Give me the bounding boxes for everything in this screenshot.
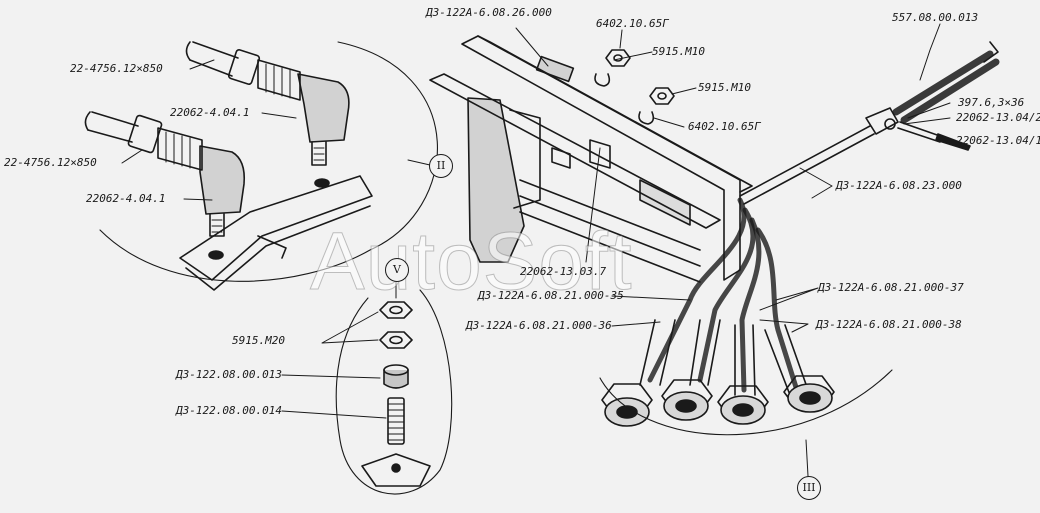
label-nut-top: 5915.М10	[652, 45, 705, 58]
fitting-1	[601, 383, 653, 427]
callout-group-ii: II	[429, 154, 453, 178]
group-ii-leader	[407, 159, 431, 166]
label-lever-1: 22062-13.04/1	[956, 134, 1040, 147]
label-pipe-37: Д3-122А-6.08.21.000-37	[818, 281, 964, 294]
fitting-3	[717, 385, 769, 425]
label-lever-2: 22062-13.04/2	[956, 111, 1040, 124]
fitting-2	[661, 379, 713, 421]
label-pipe-38: Д3-122А-6.08.21.000-38	[816, 318, 962, 331]
label-clip: 22062-13.03.7	[520, 265, 607, 278]
nut-set	[379, 301, 413, 349]
label-pin: 397.6,3×36	[958, 96, 1025, 109]
control-cable	[739, 41, 1000, 205]
label-stud: Д3-122.08.00.014	[176, 404, 282, 417]
label-bracket: Д3-122А-6.08.26.000	[426, 6, 552, 19]
label-pipe-36: Д3-122А-6.08.21.000-36	[466, 319, 612, 332]
group-iii-leader	[805, 439, 809, 477]
label-cable-lower: 22-4756.12×850	[4, 156, 97, 169]
callout-group-v: V	[385, 258, 409, 282]
hardware-nuts-washers	[594, 49, 675, 125]
label-bushing: Д3-122.08.00.013	[176, 368, 282, 381]
lower-cable-assembly	[84, 111, 246, 237]
label-washer-mid: 6402.10.65Г	[688, 120, 761, 133]
group-iii-boundary	[599, 369, 893, 436]
label-control-cable: Д3-122А-6.08.23.000	[836, 179, 962, 192]
right-group-leaders	[121, 23, 951, 333]
label-cable-upper: 22-4756.12×850	[70, 62, 163, 75]
label-tip-lower: 22062-4.04.1	[86, 192, 166, 205]
base-plate	[361, 453, 431, 487]
label-washer-top: 6402.10.65Г	[596, 17, 669, 30]
fitting-4	[783, 375, 835, 413]
group-v-boundary	[335, 289, 453, 495]
callout-group-iii: III	[797, 476, 821, 500]
label-nut-mid: 5915.М10	[698, 81, 751, 94]
label-pipe-35: Д3-122А-6.08.21.000-35	[478, 289, 624, 302]
label-tip-upper: 22062-4.04.1	[170, 106, 250, 119]
stud	[387, 397, 405, 445]
watermark: AutoSoft	[310, 216, 633, 308]
label-cable-end: 557.08.00.013	[892, 11, 979, 24]
bushing	[383, 364, 409, 389]
pipes-and-fittings	[601, 197, 835, 427]
mounting-bracket	[429, 35, 753, 283]
label-nut-m20: 5915.М20	[232, 334, 285, 347]
group-ii-boundary	[99, 41, 438, 282]
v-group-leaders	[281, 311, 387, 419]
upper-cable-assembly	[185, 41, 350, 166]
